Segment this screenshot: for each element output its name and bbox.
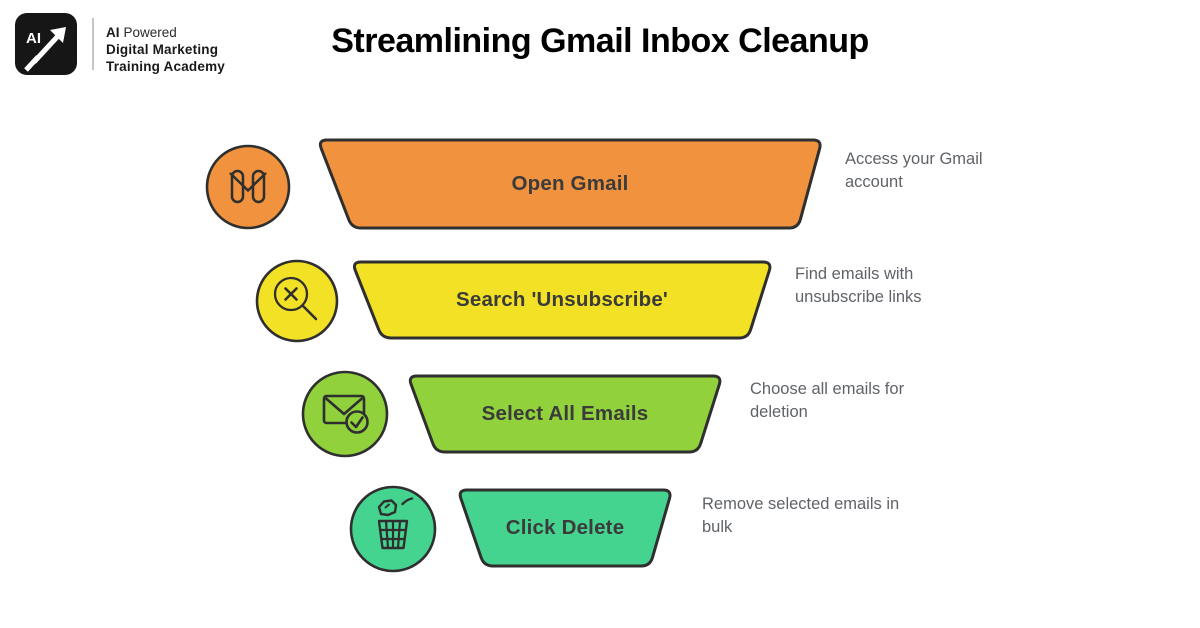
search-remove-icon [255,259,339,343]
brand-line-3: Training Academy [106,59,225,74]
step-3-description: Choose all emails for deletion [750,380,905,421]
page-title: Streamlining Gmail Inbox Cleanup [331,22,869,60]
funnel-segment-2 [352,260,772,340]
step-4-label: Click Delete [505,516,625,539]
step-2-description: Find emails with unsubscribe links [795,265,922,306]
brand-powered: Powered [123,25,177,40]
brand-divider [92,18,94,70]
ai-arrow-logo-icon: AI [15,13,77,75]
email-check-icon [301,370,389,458]
step-4-description: Remove selected emails in bulk [702,495,900,536]
step-1-description: Access your Gmail account [845,150,983,191]
logo-monogram: AI [26,30,41,47]
trash-icon [349,485,437,573]
step-3-label: Select All Emails [481,402,649,425]
brand-line-2: Digital Marketing [106,42,219,57]
gmail-icon [205,144,291,230]
step-1-label: Open Gmail [511,172,629,195]
funnel-segment-3 [408,374,722,454]
brand-logo: AI [14,12,78,76]
step-2-label: Search 'Unsubscribe' [456,288,668,311]
funnel-segment-4 [458,488,672,568]
funnel-segment-1 [318,138,822,230]
brand-ai: AI [106,25,120,40]
